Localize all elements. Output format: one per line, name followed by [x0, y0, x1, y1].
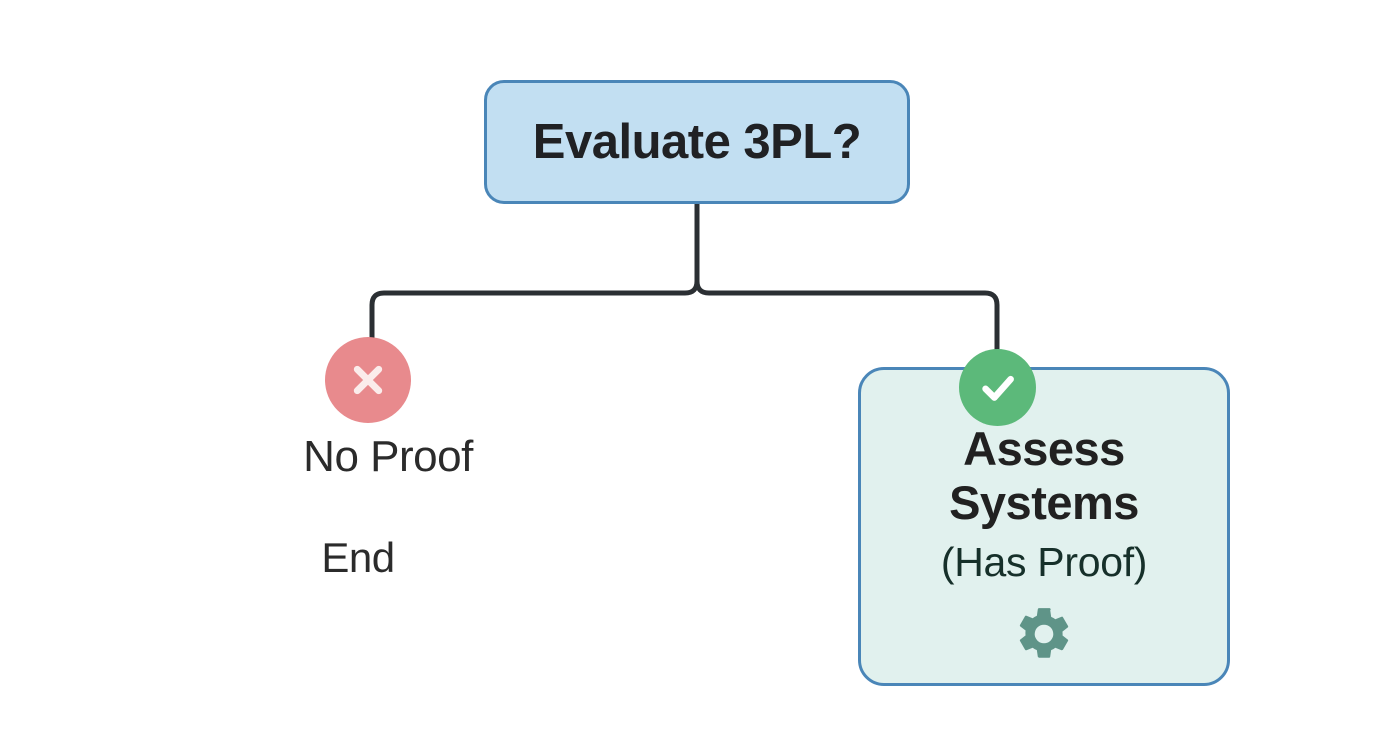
node-evaluate-3pl-title: Evaluate 3PL? — [532, 114, 862, 169]
node-assess-systems[interactable]: Assess Systems (Has Proof) — [858, 367, 1230, 686]
status-badge-no-proof[interactable] — [325, 337, 411, 423]
node-assess-systems-title: Assess Systems — [949, 422, 1139, 529]
x-mark-icon — [345, 357, 391, 403]
label-end: End — [321, 534, 395, 581]
node-assess-systems-subtitle: (Has Proof) — [940, 538, 1148, 585]
connector-branch-right — [694, 278, 1000, 361]
check-mark-icon — [975, 365, 1021, 411]
status-badge-has-proof[interactable] — [959, 349, 1036, 426]
label-no-proof: No Proof — [303, 432, 473, 481]
node-evaluate-3pl[interactable]: Evaluate 3PL? — [484, 80, 910, 204]
gear-icon — [1013, 603, 1075, 665]
connector-trunk-and-split — [369, 200, 700, 348]
